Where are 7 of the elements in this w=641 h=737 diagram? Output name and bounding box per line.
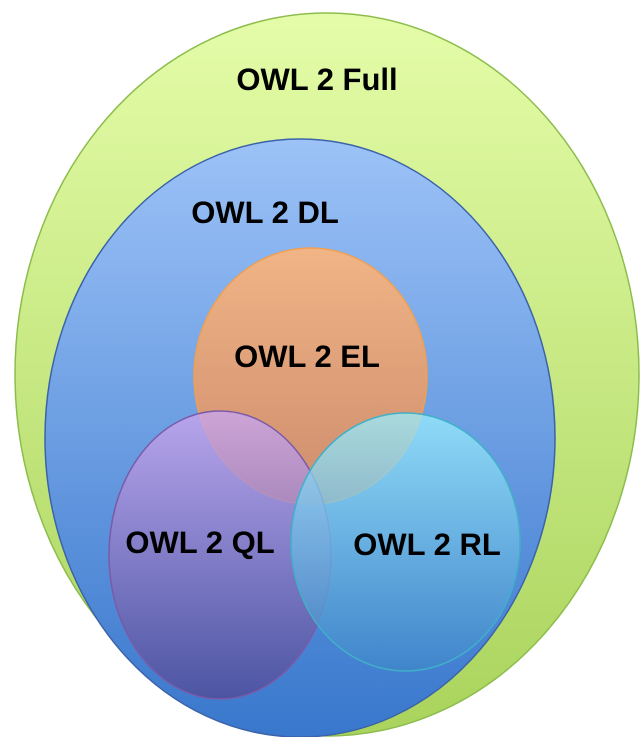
set-label: OWL 2 DL xyxy=(191,195,339,231)
set-label: OWL 2 EL xyxy=(234,339,380,375)
set-label: OWL 2 Full xyxy=(236,62,398,98)
set-label: OWL 2 QL xyxy=(125,525,275,561)
circle-region xyxy=(290,412,521,672)
outer-ellipse xyxy=(14,12,640,737)
set-label: OWL 2 RL xyxy=(353,527,501,563)
